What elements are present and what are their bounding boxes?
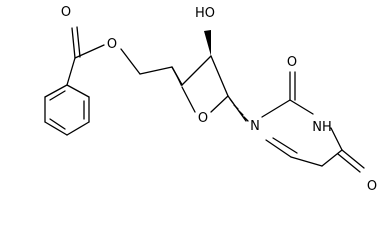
benzene-ring — [44, 84, 90, 136]
ring-oxygen-label: O — [198, 111, 208, 126]
hydroxyl-wedge — [204, 30, 211, 56]
n1-label: N — [250, 119, 260, 134]
ester-oxygen-label: O — [107, 37, 117, 52]
c4-oxo-label: O — [367, 179, 377, 194]
chemical-structure: O O HO O N O NH O — [44, 5, 377, 194]
c2-oxo-label: O — [287, 55, 297, 70]
hydroxyl-label: HO — [195, 6, 215, 21]
benzoyl-ester — [66, 26, 173, 86]
uracil-ring — [261, 71, 365, 173]
furanose-ring — [171, 55, 229, 113]
carbonyl-oxygen-label: O — [61, 5, 71, 20]
n3h-label: NH — [312, 120, 332, 135]
glycosidic-bond — [227, 95, 249, 122]
